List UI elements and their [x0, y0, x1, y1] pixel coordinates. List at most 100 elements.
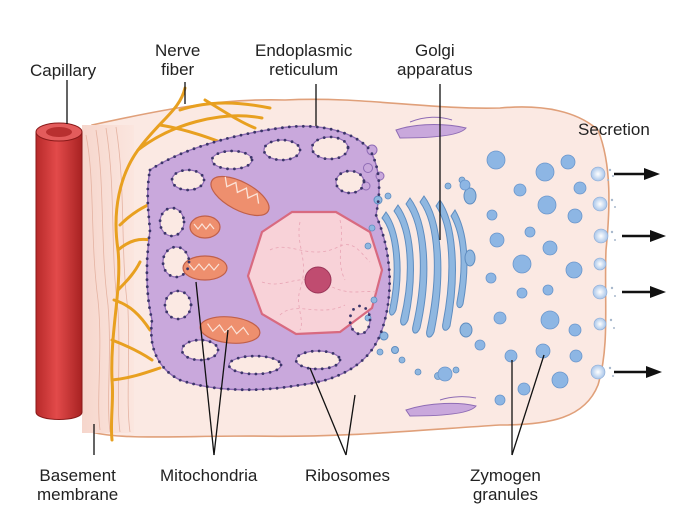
ribosome-dot — [172, 375, 176, 378]
ribosome-dot — [365, 354, 369, 357]
arrow-icon — [622, 286, 666, 298]
label-nerve-fiber: Nerve fiber — [155, 41, 201, 79]
ribosome-dot — [310, 349, 314, 353]
ribosome-dot — [339, 172, 343, 176]
ribosome-dot — [385, 310, 389, 313]
ribosome-dot — [335, 184, 339, 188]
ribosome-dot — [316, 138, 319, 142]
label-zymogen-granules: Zymogen granules — [470, 466, 541, 504]
ribosome-dot — [249, 156, 253, 159]
ribosome-dot — [343, 152, 347, 156]
ribosome-dot — [189, 303, 193, 307]
ribosome-dot — [212, 140, 216, 144]
ribosome-dot — [170, 315, 173, 319]
ribosome-dot — [364, 307, 368, 310]
ribosome-dot — [240, 388, 244, 392]
ribosome-dot — [337, 355, 341, 359]
ribosome-dot — [146, 187, 150, 191]
ribosome-dot — [383, 240, 387, 244]
ribosome-dot — [181, 273, 185, 276]
ribosome-dot — [330, 157, 334, 161]
nucleus — [246, 210, 384, 336]
ribosome-dot — [336, 136, 340, 140]
ribosome-dot — [294, 360, 298, 363]
ribosome-dot — [154, 354, 158, 357]
arrow-icon — [614, 168, 660, 180]
ribosome-dot — [347, 191, 350, 195]
ribosome-dot — [176, 289, 180, 293]
ribosome-dot — [148, 168, 152, 172]
ribosome-dot — [268, 387, 272, 391]
ribosome-dot — [301, 124, 305, 128]
ribosome-dot — [205, 142, 209, 146]
ribosome-dot — [387, 296, 391, 299]
ribosome-dot — [158, 360, 161, 364]
ribosome-dot — [277, 360, 281, 364]
ribosome-dot — [348, 321, 352, 325]
vesicle-sacs — [395, 116, 477, 417]
ribosome-dot — [163, 231, 167, 235]
ribosome-dot — [230, 149, 234, 153]
ribosome-dot — [300, 364, 303, 368]
ribosome-dot — [183, 315, 187, 319]
ribosome-dot — [322, 126, 326, 130]
ribosome-dot — [187, 257, 191, 260]
ribosome-dot — [250, 158, 254, 162]
ribosome-dot — [268, 155, 271, 159]
ribosome-dot — [335, 177, 338, 181]
ribosome-dot — [244, 151, 247, 155]
leader-lines — [66, 80, 545, 456]
ribosome-dot — [279, 363, 283, 367]
ribosome-dot — [172, 206, 176, 210]
ribosome-dot — [233, 369, 237, 373]
ribosome-dot — [192, 358, 196, 361]
ribosome-dot — [388, 289, 391, 292]
ribosome-dot — [149, 313, 153, 316]
ribosome-dot — [317, 349, 321, 353]
ribosome-dot — [161, 262, 165, 266]
capillary-opening — [46, 127, 72, 137]
ribosome-dot — [246, 132, 250, 136]
mitochondrion — [182, 255, 228, 281]
ribosome-dot — [306, 366, 310, 370]
label-endoplasmic-reticulum: Endoplasmic reticulum — [255, 41, 353, 79]
ribosome-dot — [271, 357, 275, 360]
ribosome-dot — [349, 134, 353, 138]
ribosome-dot — [375, 207, 379, 210]
ribosome-dot — [146, 180, 150, 184]
ribosome-dot — [146, 194, 150, 198]
ribosome-dot — [343, 370, 347, 374]
ribosome-dot — [179, 187, 183, 191]
ribosome-dot — [352, 308, 355, 311]
ribosome-dot — [165, 297, 169, 300]
ribosome-dot — [385, 247, 388, 251]
ribosome-dot — [289, 385, 293, 388]
ribosome-dot — [358, 304, 361, 308]
mitochondrion — [189, 215, 221, 239]
ribosome-dot — [182, 216, 185, 220]
ribosome-dot — [219, 138, 223, 142]
ribosome-dot — [163, 269, 167, 272]
ribosome-dot — [166, 158, 170, 162]
ribosome-dot — [158, 219, 162, 223]
ribosome-dot — [172, 245, 175, 249]
ribosome-dot — [150, 333, 153, 337]
ribosome-dot — [202, 178, 206, 182]
ribosome-dot — [260, 129, 263, 133]
ribosome-dot — [337, 373, 340, 377]
ribosome-dot — [329, 135, 333, 139]
ribosome-dot — [323, 157, 327, 161]
ribosome-dot — [315, 125, 319, 129]
ribosome-dot — [160, 161, 164, 165]
ribosome-dot — [176, 317, 180, 321]
ribosome-dot — [182, 220, 186, 224]
ribosome-dot — [163, 303, 167, 307]
ribosome-dot — [276, 138, 280, 142]
ribosome-dot — [297, 354, 301, 358]
ribosome-dot — [240, 371, 244, 375]
transport-vesicles — [364, 176, 466, 380]
ribosome-dot — [294, 125, 298, 128]
ribosome-dot — [216, 152, 220, 156]
ribosome-dot — [377, 336, 381, 340]
